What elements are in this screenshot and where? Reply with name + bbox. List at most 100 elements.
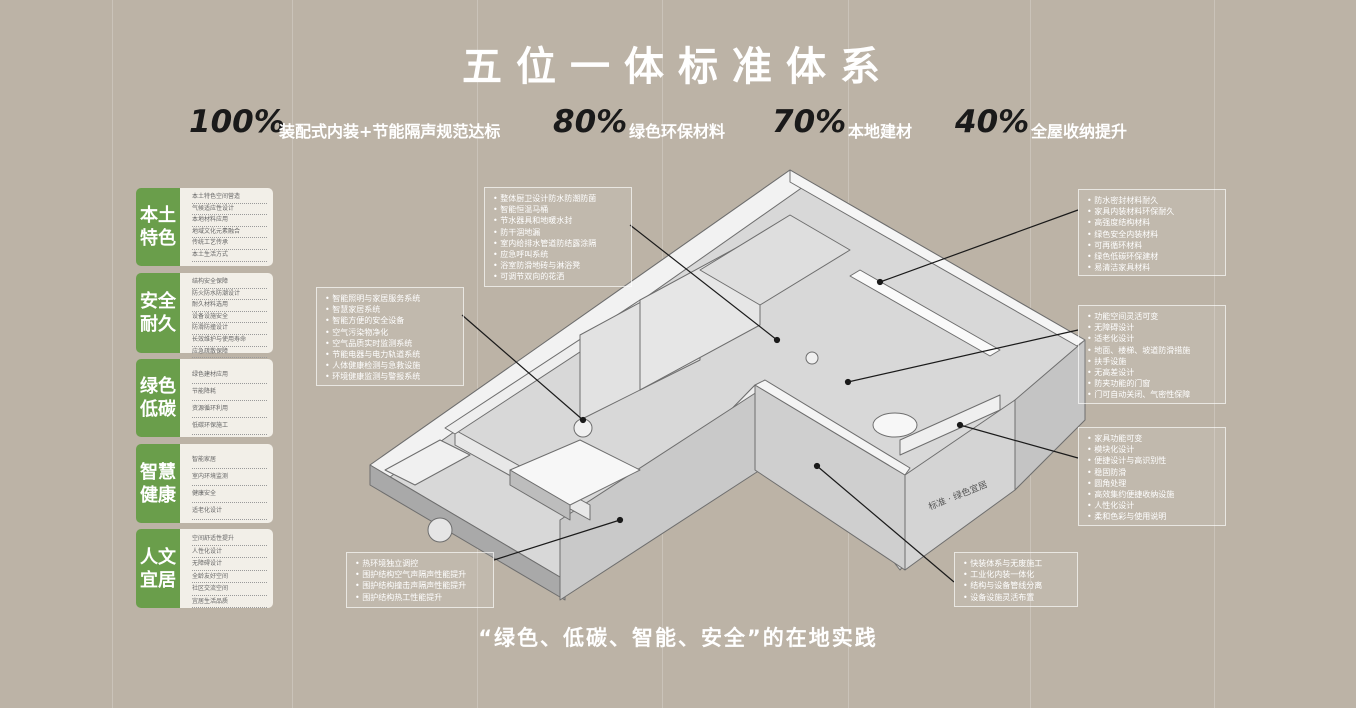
stat-value-4: 40% <box>955 104 1030 140</box>
note-item: 人性化设计 <box>1087 500 1217 511</box>
note-item: 易清洁家具材料 <box>1087 262 1217 273</box>
category-item: 人性化设计 <box>192 546 267 558</box>
note-item: 绿色低碳环保建材 <box>1087 251 1217 262</box>
note-item: 无高差设计 <box>1087 367 1217 378</box>
note-item: 空气品质实时监测系统 <box>325 338 455 349</box>
category-item: 社区交流空间 <box>192 583 267 596</box>
note-furniture: 家具功能可变 模块化设计 便捷设计与高识别性 稳固防滑 圆角处理 高效集约便捷收… <box>1078 427 1226 526</box>
category-item: 地域文化元素融合 <box>192 227 267 239</box>
note-item: 节水器具和地暖水封 <box>493 215 623 226</box>
note-item: 智能恒温马桶 <box>493 204 623 215</box>
note-item: 地面、楼梯、坡道防滑措施 <box>1087 345 1217 356</box>
category-item: 本地材料应用 <box>192 215 267 227</box>
category-item: 应急疏散保障 <box>192 347 267 359</box>
note-item: 模块化设计 <box>1087 444 1217 455</box>
note-item: 防水密封材料耐久 <box>1087 195 1217 206</box>
note-construction: 快装体系与无废施工 工业化内装一体化 结构与设备管线分离 设备设施灵活布置 <box>954 552 1078 607</box>
note-materials: 防水密封材料耐久 家具内装材料环保耐久 高强度结构材料 绿色安全内装材料 可再循… <box>1078 189 1226 276</box>
category-item: 室内环境监测 <box>192 469 267 486</box>
note-item: 快装体系与无废施工 <box>963 558 1069 569</box>
category-bentu-list: 本土特色空间营造 气候适应性设计 本地材料应用 地域文化元素融合 传统工艺传承 … <box>180 188 273 266</box>
note-envelope: 热环境独立调控 围护结构空气声隔声性能提升 围护结构撞击声隔声性能提升 围护结构… <box>346 552 494 608</box>
category-lvse-label: 绿色低碳 <box>136 359 180 437</box>
category-zhihui-label: 智慧健康 <box>136 444 180 523</box>
note-item: 便捷设计与高识别性 <box>1087 455 1217 466</box>
category-bentu-label: 本土特色 <box>136 188 180 266</box>
category-item: 本土特色空间营造 <box>192 192 267 204</box>
stat-label-4: 全屋收纳提升 <box>1031 122 1128 141</box>
category-item: 宜居生活品质 <box>192 596 267 608</box>
note-item: 柔和色彩与使用说明 <box>1087 511 1217 522</box>
stat-label-2: 绿色环保材料 <box>629 122 726 141</box>
stat-value-3: 70% <box>772 104 847 140</box>
note-item: 高效集约便捷收纳设施 <box>1087 489 1217 500</box>
note-item: 浴室防滑地砖与淋浴凳 <box>493 260 623 271</box>
note-item: 家具内装材料环保耐久 <box>1087 206 1217 217</box>
category-item: 无障碍设计 <box>192 558 267 571</box>
category-item: 长效维护与使用寿命 <box>192 335 267 347</box>
category-anquan-list: 结构安全保障 防火防水防潮设计 耐久材料选用 设备设施安全 防滑防撞设计 长效维… <box>180 273 273 359</box>
stat-value-1: 100% <box>189 104 285 140</box>
note-accessibility: 功能空间灵活可变 无障碍设计 适老化设计 地面、楼梯、坡道防滑措施 扶手设施 无… <box>1078 305 1226 404</box>
category-item: 防滑防撞设计 <box>192 323 267 335</box>
note-item: 围护结构热工性能提升 <box>355 592 485 603</box>
note-item: 空气污染物净化 <box>325 327 455 338</box>
category-item: 传统工艺传承 <box>192 238 267 250</box>
category-renwen-label: 人文宜居 <box>136 529 180 608</box>
note-item: 防干涸地漏 <box>493 227 623 238</box>
category-lvse-list: 绿色建材应用 节能降耗 资源循环利用 低碳环保施工 <box>180 359 273 437</box>
category-item: 健康安全 <box>192 486 267 503</box>
footer-slogan: “绿色、低碳、智能、安全”的在地实践 <box>478 626 878 650</box>
note-item: 整体厨卫设计防水防潮防菌 <box>493 193 623 204</box>
note-item: 围护结构撞击声隔声性能提升 <box>355 580 485 591</box>
category-item: 资源循环利用 <box>192 401 267 418</box>
note-item: 可再循环材料 <box>1087 240 1217 251</box>
note-item: 智能照明与家居服务系统 <box>325 293 455 304</box>
category-item: 防火防水防潮设计 <box>192 289 267 301</box>
category-item: 智能家居 <box>192 452 267 469</box>
note-item: 圆角处理 <box>1087 478 1217 489</box>
stat-label-3: 本地建材 <box>848 122 913 141</box>
category-item: 结构安全保障 <box>192 277 267 289</box>
note-item: 绿色安全内装材料 <box>1087 229 1217 240</box>
note-bathroom: 整体厨卫设计防水防潮防菌 智能恒温马桶 节水器具和地暖水封 防干涸地漏 室内给排… <box>484 187 632 287</box>
note-item: 家具功能可变 <box>1087 433 1217 444</box>
note-item: 应急呼叫系统 <box>493 249 623 260</box>
note-item: 智能方便的安全设备 <box>325 315 455 326</box>
category-anquan-label: 安全耐久 <box>136 273 180 353</box>
note-item: 节能电器与电力轨道系统 <box>325 349 455 360</box>
category-renwen-list: 空间舒适性提升 人性化设计 无障碍设计 全龄友好空间 社区交流空间 宜居生活品质 <box>180 529 273 608</box>
note-item: 智慧家居系统 <box>325 304 455 315</box>
category-item: 气候适应性设计 <box>192 204 267 216</box>
note-smart-home: 智能照明与家居服务系统 智慧家居系统 智能方便的安全设备 空气污染物净化 空气品… <box>316 287 464 386</box>
note-item: 可调节双向的花洒 <box>493 271 623 282</box>
note-item: 人体健康检测与急救设施 <box>325 360 455 371</box>
category-item: 节能降耗 <box>192 384 267 401</box>
note-item: 无障碍设计 <box>1087 322 1217 333</box>
stat-value-2: 80% <box>553 104 628 140</box>
category-zhihui-list: 智能家居 室内环境监测 健康安全 适老化设计 <box>180 444 273 523</box>
category-item: 本土生活方式 <box>192 250 267 262</box>
note-item: 围护结构空气声隔声性能提升 <box>355 569 485 580</box>
note-item: 热环境独立调控 <box>355 558 485 569</box>
note-item: 设备设施灵活布置 <box>963 592 1069 603</box>
category-item: 空间舒适性提升 <box>192 533 267 546</box>
note-item: 工业化内装一体化 <box>963 569 1069 580</box>
category-item: 全龄友好空间 <box>192 571 267 583</box>
category-item: 低碳环保施工 <box>192 418 267 435</box>
note-item: 扶手设施 <box>1087 356 1217 367</box>
note-item: 结构与设备管线分离 <box>963 580 1069 591</box>
stat-label-1: 装配式内装+节能隔声规范达标 <box>279 122 501 141</box>
note-item: 稳固防滑 <box>1087 467 1217 478</box>
category-item: 绿色建材应用 <box>192 367 267 384</box>
note-item: 门可自动关闭、气密性保障 <box>1087 389 1217 400</box>
category-item: 耐久材料选用 <box>192 300 267 312</box>
note-item: 功能空间灵活可变 <box>1087 311 1217 322</box>
note-item: 适老化设计 <box>1087 333 1217 344</box>
page-title: 五位一体标准体系 <box>462 44 894 90</box>
note-item: 室内给排水管道防结露涂隔 <box>493 238 623 249</box>
category-item: 设备设施安全 <box>192 312 267 324</box>
category-item: 适老化设计 <box>192 503 267 520</box>
